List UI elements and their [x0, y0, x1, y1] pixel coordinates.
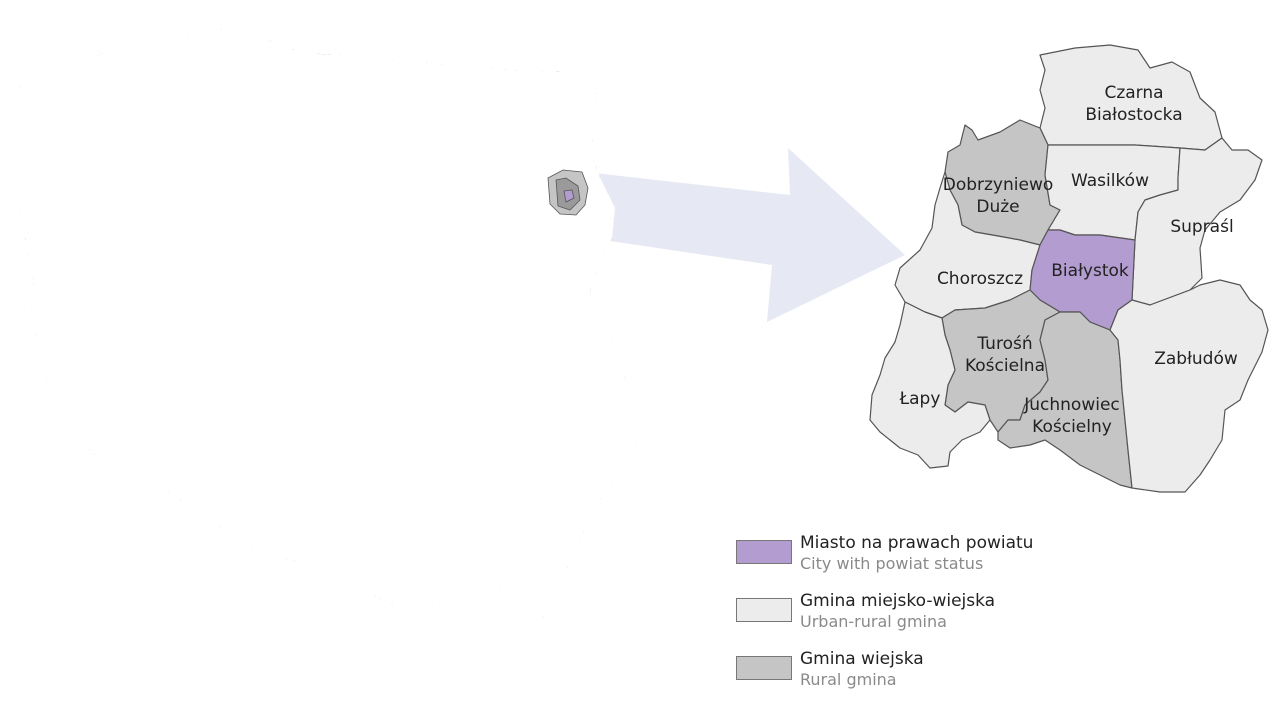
legend-label-en: Rural gmina [800, 670, 897, 689]
legend-item-city: Miasto na prawach powiatu City with powi… [736, 533, 1156, 591]
legend-label-en: Urban-rural gmina [800, 612, 947, 631]
legend-item-rural: Gmina wiejska Rural gmina [736, 649, 1156, 707]
label-choroszcz: Choroszcz [937, 269, 1023, 289]
label-wasilkow: Wasilków [1071, 171, 1149, 191]
poland-overview-map [9, 27, 641, 619]
legend: Miasto na prawach powiatu City with powi… [736, 533, 1156, 707]
label-lapy: Łapy [899, 389, 941, 409]
legend-label-pl: Gmina miejsko-wiejska [800, 591, 996, 611]
legend-swatch-urban-rural [736, 598, 792, 622]
legend-swatch-rural [736, 656, 792, 680]
legend-swatch-city [736, 540, 792, 564]
legend-label-en: City with powiat status [800, 554, 984, 573]
label-suprasl: Supraśl [1170, 217, 1233, 237]
region-zabludow [1109, 279, 1269, 493]
legend-label-pl: Miasto na prawach powiatu [800, 533, 1034, 553]
legend-label-pl: Gmina wiejska [800, 649, 924, 669]
bialystok-area-highlight [547, 169, 589, 216]
region-suprasl [1131, 137, 1263, 306]
label-zabludow: Zabłudów [1154, 349, 1238, 369]
region-lapy [869, 301, 991, 469]
zoom-arrow [585, 148, 905, 322]
label-bialystok: Białystok [1051, 261, 1129, 281]
legend-item-urban-rural: Gmina miejsko-wiejska Urban-rural gmina [736, 591, 1156, 649]
